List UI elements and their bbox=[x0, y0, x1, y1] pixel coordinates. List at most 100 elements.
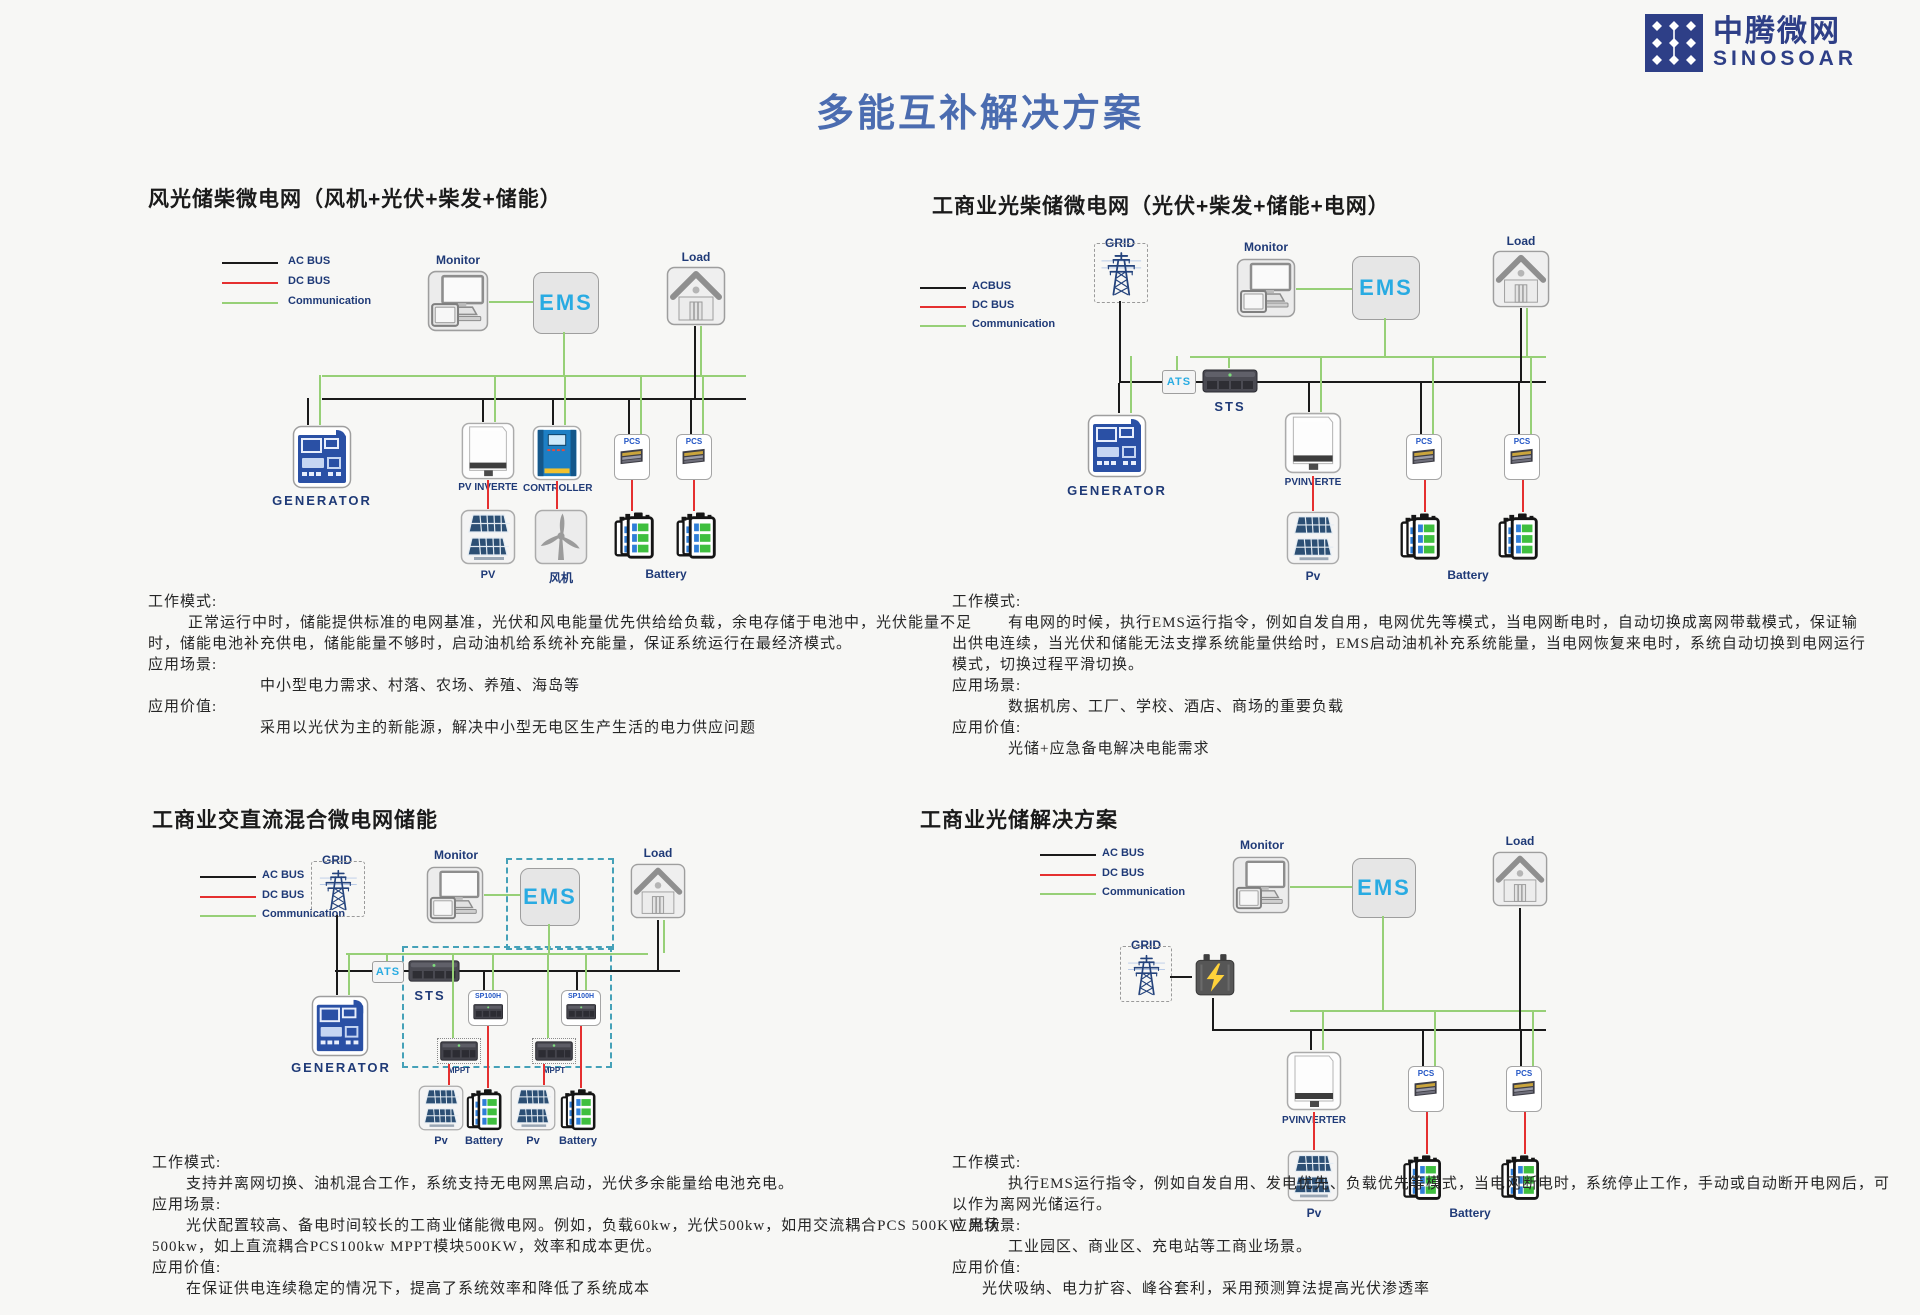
q1-heading: 应用场景: bbox=[148, 657, 218, 673]
dc-drop bbox=[556, 481, 558, 509]
pv-panel-icon bbox=[1286, 511, 1340, 565]
hybrid-pcs-unit: SP100H bbox=[561, 990, 601, 1026]
q2-line: 有电网的时候，执行EMS运行指令，例如自发自用，电网优先等模式，当电网断电时，自… bbox=[1008, 615, 1858, 631]
grid-label: GRID bbox=[322, 853, 352, 867]
ems-box: EMS bbox=[533, 272, 599, 334]
dc-drop bbox=[487, 480, 489, 509]
battery-label: Battery bbox=[465, 1135, 503, 1147]
q2-line: 出供电连续，当光伏和储能无法支撑系统能量供给时，EMS启动油机补充系统能量，当电… bbox=[952, 636, 1866, 652]
dc-drop bbox=[631, 480, 633, 511]
battery-icon bbox=[560, 1088, 596, 1134]
sts-icon bbox=[1202, 368, 1258, 394]
pcs-unit: PCS bbox=[1506, 1066, 1542, 1112]
hybrid-pcs-label: SP100H bbox=[567, 993, 595, 1000]
q2-line: 数据机房、工厂、学校、酒店、商场的重要负载 bbox=[1008, 699, 1345, 715]
ac-drop bbox=[628, 398, 630, 434]
dc-drop bbox=[448, 1064, 450, 1085]
ac-bus bbox=[1212, 1029, 1546, 1031]
ems-box: EMS bbox=[520, 868, 580, 926]
comm-line bbox=[548, 924, 550, 953]
battery-icon bbox=[613, 511, 655, 563]
comm-line bbox=[1384, 318, 1386, 356]
q3-line: 500kw，如上直流耦合PCS100kw MPPT模块500KW，效率和成本更优… bbox=[152, 1239, 662, 1255]
pcs-unit: PCS bbox=[614, 434, 650, 480]
grid-label: GRID bbox=[1131, 938, 1161, 952]
pcs-label: PCS bbox=[1417, 1069, 1435, 1078]
q4-heading: 工作模式: bbox=[952, 1155, 1022, 1171]
dc-system-dash-box bbox=[402, 946, 612, 1068]
battery-icon bbox=[466, 1088, 502, 1134]
pcs-unit: PCS bbox=[676, 434, 712, 480]
legend-ac-label: AC BUS bbox=[262, 869, 305, 881]
mppt-module-icon bbox=[532, 1038, 576, 1064]
dc-drop bbox=[1313, 1112, 1315, 1150]
q4-line: 以作为离网光储运行。 bbox=[952, 1197, 1113, 1213]
pcs-label: PCS bbox=[1415, 437, 1433, 446]
pv-label: Pv bbox=[526, 1135, 540, 1147]
ats-label: ATS bbox=[1166, 376, 1192, 388]
comm-drop bbox=[1228, 356, 1230, 368]
ac-drop bbox=[483, 972, 485, 990]
q2-line: 模式，切换过程平滑切换。 bbox=[952, 657, 1145, 673]
brand-name-en: SINOSOAR bbox=[1713, 46, 1858, 70]
sts-label: STS bbox=[414, 988, 446, 1003]
legend-ac-label: AC BUS bbox=[1102, 847, 1145, 859]
comm-drop bbox=[1176, 356, 1178, 370]
q2-heading: 应用场景: bbox=[952, 678, 1022, 694]
q1-line: 时，储能电池补充供电，储能能量不够时，启动油机给系统补充能量，保证系统运行在最经… bbox=[148, 636, 853, 652]
comm-drop bbox=[702, 375, 704, 434]
ac-bus bbox=[1119, 381, 1546, 383]
legend-ac-line bbox=[920, 287, 966, 289]
comm-drop bbox=[1432, 356, 1434, 434]
q3-heading: 应用价值: bbox=[152, 1260, 222, 1276]
load-label: Load bbox=[1506, 234, 1536, 248]
ac-drop bbox=[657, 920, 659, 970]
mppt-label: MPPT bbox=[447, 1066, 471, 1075]
mppt-label: MPPT bbox=[542, 1066, 566, 1075]
q3-line: 光伏配置较高、备电时间较长的工商业储能微电网。例如，负载60kw，光伏500kw… bbox=[186, 1218, 1001, 1234]
comm-drop bbox=[319, 375, 321, 425]
comm-drop bbox=[386, 953, 388, 961]
ats-box: ATS bbox=[372, 961, 404, 983]
q2-text-block: 工作模式: 有电网的时候，执行EMS运行指令，例如自发自用，电网优先等模式，当电… bbox=[952, 592, 1866, 760]
dc-drop bbox=[1424, 480, 1426, 512]
comm-drop bbox=[1530, 356, 1532, 434]
pcs-label: PCS bbox=[1513, 437, 1531, 446]
ac-bus bbox=[335, 970, 680, 972]
comm-drop bbox=[585, 953, 587, 990]
legend-ac-line bbox=[1040, 854, 1096, 856]
pcs-rack-icon bbox=[680, 448, 707, 465]
mppt-module-icon bbox=[437, 1038, 481, 1064]
ac-link bbox=[1170, 976, 1192, 978]
brand-logo: 中腾微网 SINOSOAR bbox=[1645, 14, 1857, 72]
comm-bus bbox=[322, 375, 746, 377]
ac-drop bbox=[1518, 381, 1520, 434]
q4-text-block: 工作模式: 执行EMS运行指令，例如自发自用、发电优先、负载优先等模式，当电网断… bbox=[952, 1153, 1890, 1300]
battery-icon bbox=[675, 511, 717, 563]
load-house-icon bbox=[1492, 850, 1548, 908]
q2-heading: 工作模式: bbox=[952, 594, 1022, 610]
pv-label: Pv bbox=[1305, 569, 1321, 583]
controller-icon bbox=[531, 425, 583, 481]
generator-icon bbox=[291, 425, 353, 489]
page-title: 多能互补解决方案 bbox=[815, 93, 1145, 135]
comm-drop bbox=[1526, 308, 1528, 356]
generator-icon bbox=[311, 995, 369, 1057]
ac-drop bbox=[1308, 381, 1310, 412]
pv-label: Pv bbox=[434, 1135, 448, 1147]
ac-drop bbox=[1422, 1029, 1424, 1066]
battery-icon bbox=[1497, 512, 1539, 564]
q1-line: 采用以光伏为主的新能源，解决中小型无电区生产生活的电力供应问题 bbox=[260, 720, 757, 736]
pv-inverter-icon bbox=[1284, 412, 1342, 474]
ac-drop bbox=[1310, 1029, 1312, 1050]
wind-label: 风机 bbox=[548, 571, 573, 585]
comm-line bbox=[1290, 886, 1352, 888]
q3-text-block: 工作模式: 支持并离网切换、油机混合工作，系统支持无电网黑启动，光伏多余能量给电… bbox=[152, 1153, 1001, 1300]
ac-drop bbox=[1520, 308, 1522, 381]
battery-label: Battery bbox=[1447, 568, 1489, 582]
q4-title: 工商业光储解决方案 bbox=[920, 809, 1118, 832]
brand-name-cn: 中腾微网 bbox=[1713, 15, 1841, 49]
pv-label: PV bbox=[480, 569, 496, 581]
ac-drop bbox=[552, 398, 554, 425]
comm-line bbox=[563, 332, 565, 376]
